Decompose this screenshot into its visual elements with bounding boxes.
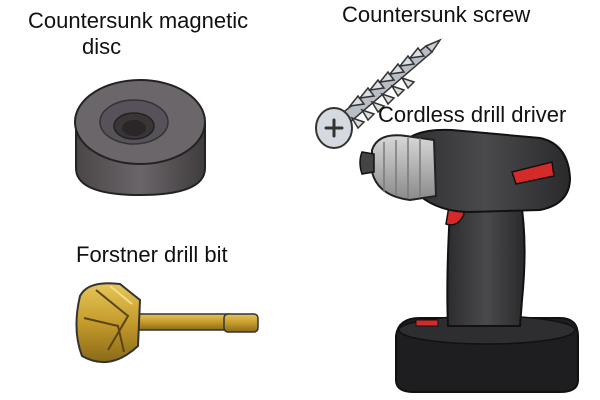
countersunk-magnetic-disc-label: Countersunk magnetic disc xyxy=(28,8,248,60)
countersunk-magnetic-disc-icon xyxy=(74,79,206,197)
forstner-drill-bit-label: Forstner drill bit xyxy=(76,242,228,267)
forstner-drill-bit-icon xyxy=(75,282,259,363)
countersunk-screw-label: Countersunk screw xyxy=(342,2,531,27)
cordless-drill-driver-label: Cordless drill driver xyxy=(378,102,567,127)
disc-label-line1: Countersunk magnetic xyxy=(28,8,249,33)
countersunk-screw-icon xyxy=(315,38,443,149)
cordless-drill-driver-icon xyxy=(359,128,579,393)
disc-label-line2: disc xyxy=(82,34,122,59)
